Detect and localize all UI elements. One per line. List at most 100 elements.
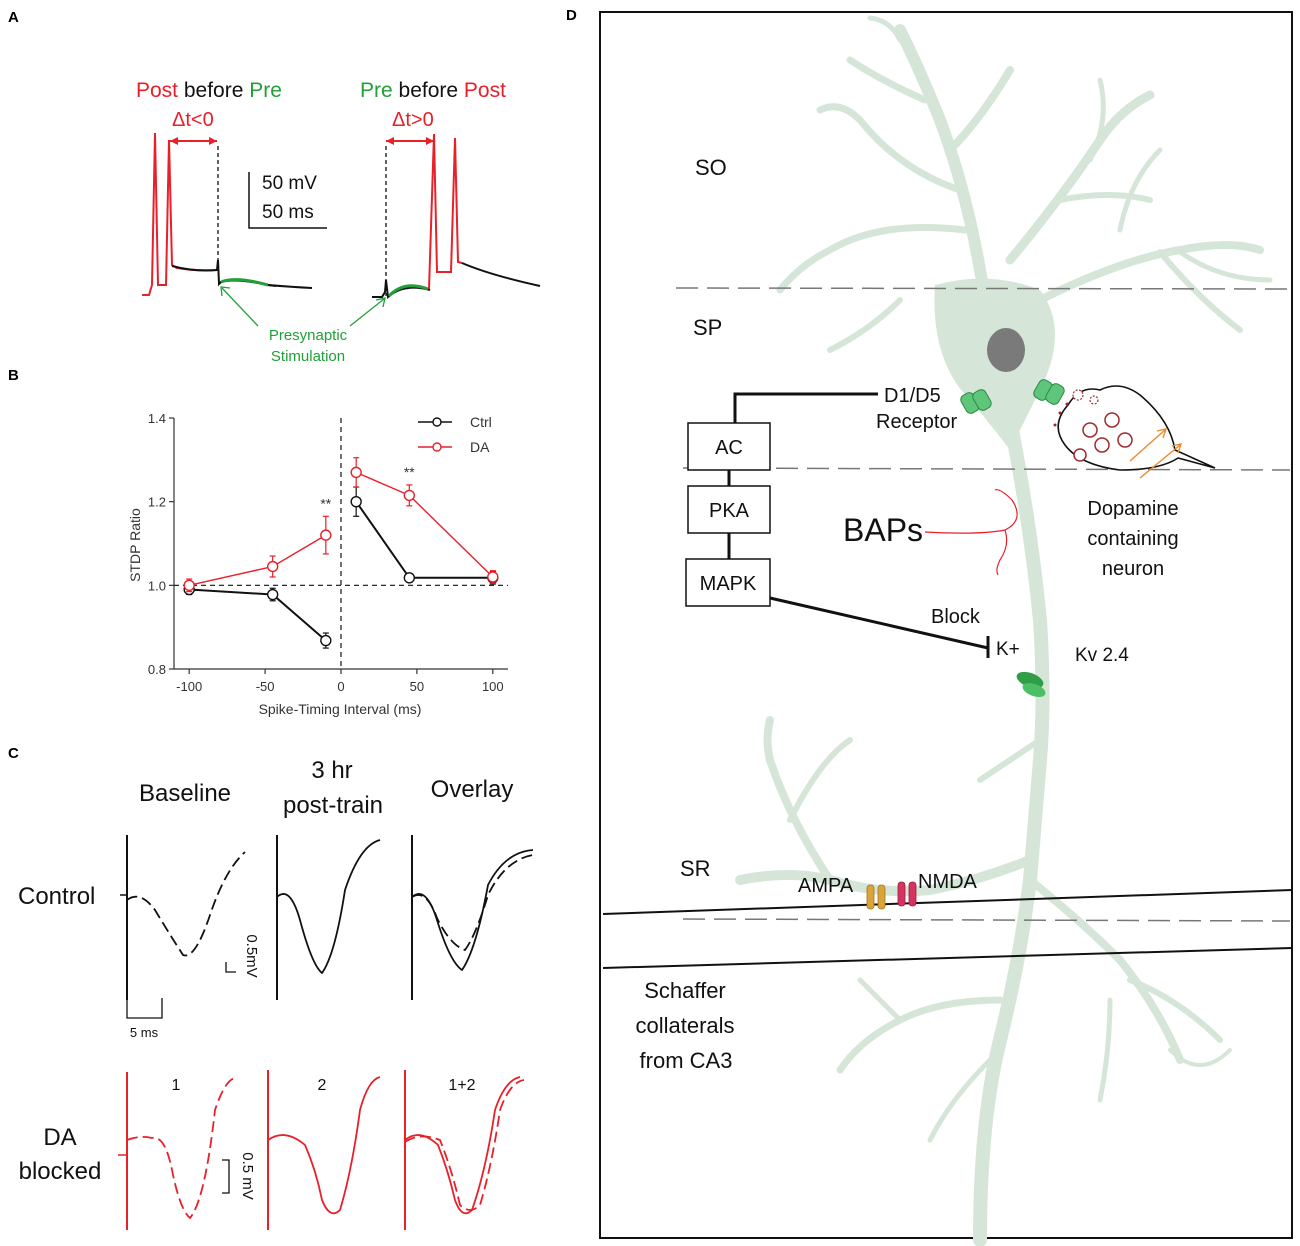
da-2-trace [267,1076,381,1215]
ap-arrow-1 [1129,429,1166,462]
trace-left-epsp [220,278,269,287]
col-baseline: Baseline [139,780,231,807]
x-tick-label: 50 [410,679,424,694]
scale-ms-a: 50 ms [262,202,314,223]
series-ctrl-point [266,588,279,601]
dopamine-terminal [1053,385,1216,479]
dt-right-label: Δt>0 [392,109,434,131]
ac-label: AC [715,437,743,459]
nmda-receptor [897,881,917,907]
neuron-so-branch-3 [867,15,903,43]
ampa-subunit-a [866,884,875,910]
dt-left-arrowhead-r [209,137,217,145]
kplus-label: K+ [996,639,1020,660]
series-ctrl-line-1 [355,501,493,579]
title-right-post: Post [464,79,506,102]
vesicle-3 [1094,437,1110,453]
scale-mv-a: 50 mV [262,173,317,194]
layer-sp: SP [693,315,722,340]
dopamine-line3: neuron [1102,558,1164,580]
trace-right-epsp [387,284,429,298]
neuron-so-branch-2 [846,56,929,104]
ap-arrowhead-1 [1156,428,1168,439]
control-post-trace [276,839,381,975]
schaffer-line-bottom [602,947,1293,969]
panel-a-title-left: Post before Pre [136,79,282,102]
chart-legend: Ctrl DA [418,414,492,455]
vesicle-5 [1073,448,1087,462]
neuron-so-branch-10 [1157,249,1243,333]
kv-channel-a [1016,671,1044,689]
legend-marker-da [432,442,442,452]
baps-waveform [924,489,1018,576]
layer-sr: SR [680,856,711,881]
title-left-pre: Pre [249,79,282,102]
block-label: Block [931,606,981,628]
trace-right-spikes [428,133,463,290]
title-right-before: before [393,79,464,102]
chart-xlabel: Spike-Timing Interval (ms) [259,701,422,717]
scale-bar-a [248,172,327,229]
stim-arrowhead-right [375,297,386,308]
series-da-point [350,466,362,479]
neuron-so-branch-4 [816,103,964,194]
da-scale-mv-label: 0.5 mV [239,1152,256,1200]
control-scale-mv-label: 0.5mV [243,934,260,977]
trace-right-tail [461,262,541,287]
neuron-so-branch-12 [1117,147,1163,233]
panel-label-c: C [8,745,19,762]
dopamine-dot-3 [1053,423,1057,427]
receptor-right-b [1045,383,1065,405]
pka-box [687,485,771,534]
series-da-line-0 [189,534,327,587]
neuron-sr-branch-right2 [1127,977,1223,1043]
significance-marker: ** [320,495,331,511]
neuron-so-branch-1 [946,66,1014,154]
stim-label-1: Presynaptic [269,327,348,344]
control-scale-mv-bar [225,962,236,973]
y-tick-label: 1.0 [148,578,166,593]
neuron-so-branch-7 [1057,192,1153,203]
col-overlay: Overlay [431,776,514,803]
panel-label-d: D [566,7,577,24]
vesicle-releasing-1 [1072,389,1084,401]
row-control: Control [18,883,95,910]
panel-a-title-right: Pre before Post [360,79,506,102]
neuron-sr-branch-lower2 [857,977,903,1023]
stdp-chart: STDP Ratio Spike-Timing Interval (ms) Ct… [127,411,508,717]
schaffer-line1: Schaffer [644,978,726,1003]
panel-a: Post before Pre Pre before Post Δt<0 Δt>… [136,79,541,365]
pyramidal-neuron [735,15,1273,1246]
schaffer-line2: collaterals [635,1013,734,1038]
series-ctrl-point [403,572,416,584]
dt-left-label: Δt<0 [172,109,214,131]
neuron-sr-branch-right [1026,876,1184,1064]
receptor-line1: D1/D5 [884,385,941,407]
boundary-sr-lower [682,918,1291,922]
sub-label-2: 2 [318,1077,327,1094]
vesicle-releasing-2 [1089,395,1099,405]
d1d5-receptor-left [960,389,992,414]
nmda-subunit-b [908,881,917,907]
ap-arrowhead-2 [1171,443,1183,454]
neuron-so-branch-9 [1036,241,1264,304]
neuron-nucleus [987,328,1025,372]
mapk-box [685,558,771,607]
series-ctrl-point [320,634,332,647]
stim-label-2: Stimulation [271,348,345,365]
stim-arrow-right [349,298,385,327]
schaffer-line-top [602,889,1293,915]
neuron-sr-branch-up [763,716,834,884]
col-post-line1: 3 hr [311,757,352,784]
kv-channel-b [1022,683,1046,697]
ampa-label: AMPA [798,875,854,897]
receptor-left-b [972,389,992,411]
series-da-point [266,560,279,573]
layer-so: SO [695,155,727,180]
trace-left-tail [267,284,313,289]
title-right-pre: Pre [360,79,393,102]
neuron-sr-branch-up2 [787,737,853,823]
legend-label-da: DA [470,439,490,455]
row-da-line2: blocked [19,1158,102,1185]
dopamine-line1: Dopamine [1087,498,1178,520]
